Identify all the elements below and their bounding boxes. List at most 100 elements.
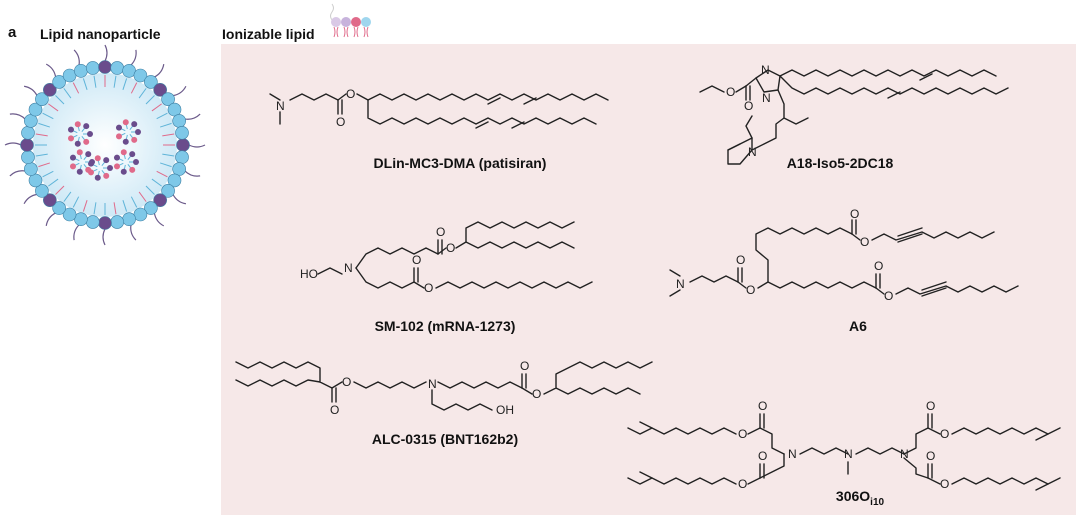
atom-o: O xyxy=(412,253,421,267)
label-alc-0315: ALC-0315 (BNT162b2) xyxy=(371,431,519,447)
lnp-inner-tail xyxy=(55,185,65,195)
lnp-outer-tail xyxy=(73,49,80,66)
lnp-inner-tail xyxy=(38,122,50,128)
lnp-headgroup xyxy=(52,75,66,89)
atom-o: O xyxy=(346,87,355,101)
lnp-outer-tail xyxy=(9,113,26,120)
lnp-headgroup xyxy=(52,201,66,215)
lnp-core-headgroup xyxy=(131,121,138,128)
lnp-core-headgroup xyxy=(113,154,120,161)
lnp-inner-tail xyxy=(160,122,172,128)
atom-o: O xyxy=(758,399,767,413)
lnp-outer-tail xyxy=(45,212,56,227)
lnp-headgroup xyxy=(110,215,125,229)
lnp-headgroup xyxy=(161,184,175,198)
lnp-headgroup xyxy=(20,138,34,152)
atom-n: N xyxy=(844,447,853,461)
lnp-core-headgroup xyxy=(120,168,127,175)
lnp-core-headgroup xyxy=(135,129,141,135)
atom-n: N xyxy=(344,261,353,275)
lnp-outer-tails xyxy=(4,44,206,246)
lnp-inner-tail xyxy=(82,200,88,212)
lnp-core-headgroup xyxy=(76,149,83,156)
atom-o: O xyxy=(520,359,529,373)
lnp-headgroup xyxy=(35,92,49,106)
atom-o: O xyxy=(342,375,351,389)
label-306oi10: 306Oi10 xyxy=(835,488,885,508)
structure-a18-iso5-2dc18: O O N N N xyxy=(699,63,1009,165)
lnp-title: Lipid nanoparticle xyxy=(40,26,161,42)
atom-n: N xyxy=(761,63,770,77)
lnp-inner-tail xyxy=(138,191,147,202)
structure-alc-0315: N OH O O O O xyxy=(235,359,653,417)
lnp-headgroup xyxy=(35,184,49,198)
atom-o: O xyxy=(850,207,859,221)
lnp-inner-tail xyxy=(145,185,155,195)
lnp-core-headgroup xyxy=(69,154,76,161)
structure-306oi10: O O O O N N N O O O O xyxy=(627,399,1061,491)
lnp-core-headgroup xyxy=(129,151,136,158)
lnp-headgroup xyxy=(153,83,167,97)
lnp-inner-tail xyxy=(122,78,128,90)
atom-o: O xyxy=(532,387,541,401)
atom-n: N xyxy=(676,277,685,291)
lnp-core-headgroup xyxy=(122,119,129,126)
lnp-inner-tail xyxy=(151,103,162,112)
lnp-inner-tail xyxy=(156,112,168,120)
lnp-outer-tail xyxy=(102,228,106,246)
atom-o: O xyxy=(736,253,745,267)
lnp-core-headgroup xyxy=(133,159,139,165)
lnp-outer-tail xyxy=(104,44,108,62)
lnp-headgroup xyxy=(175,150,189,165)
lnp-headgroup xyxy=(172,114,186,128)
lnp-outer-tail xyxy=(23,85,38,96)
lnp-outer-tail xyxy=(153,212,165,227)
atom-o: O xyxy=(336,115,345,129)
lnp-headgroup xyxy=(144,201,158,215)
lnp-core-headgroup xyxy=(129,166,136,173)
atom-o: O xyxy=(926,399,935,413)
lnp-core-headgroup xyxy=(87,131,93,137)
lnp-inner-tail xyxy=(130,82,138,94)
lnp-inner-tail xyxy=(42,170,54,178)
lnp-inner-tail xyxy=(162,153,175,157)
lnp-outer-tail xyxy=(184,113,201,120)
lnp-core-headgroup xyxy=(131,136,138,143)
atom-n: N xyxy=(762,91,771,105)
lnp-inner-tail xyxy=(122,200,128,212)
lnp-headgroup xyxy=(28,102,43,117)
lnp-outer-tail xyxy=(130,49,137,66)
atom-o: O xyxy=(874,259,883,273)
atom-oh: OH xyxy=(496,403,514,417)
lnp-inner-tail xyxy=(156,170,168,178)
lnp-headgroup xyxy=(21,150,35,165)
lnp-outer-tail xyxy=(184,170,201,177)
lnp-core-headgroup xyxy=(107,165,113,171)
lnp-shell-headgroups xyxy=(20,60,190,230)
atom-n: N xyxy=(428,377,437,391)
lnp-inner-tail xyxy=(35,133,48,137)
lnp-outer-tail xyxy=(73,224,80,241)
lnp-core-headgroup xyxy=(115,124,122,131)
atom-n: N xyxy=(900,447,909,461)
label-a18-iso5-2dc18: A18-Iso5-2DC18 xyxy=(786,155,894,171)
lnp-inner-tail xyxy=(138,88,147,99)
structure-sm-102: HO N O O O O xyxy=(300,221,593,295)
atom-o: O xyxy=(884,289,893,303)
lnp-inner-tail xyxy=(113,75,117,88)
atom-o: O xyxy=(738,477,747,491)
lnp-inner-tail xyxy=(48,178,59,187)
lnp-core-headgroup xyxy=(122,138,129,145)
lnp-headgroup xyxy=(133,68,148,83)
lnp-core-headgroup xyxy=(76,168,83,175)
lnp-inner-tail xyxy=(48,103,59,112)
atom-o: O xyxy=(330,403,339,417)
label-a6: A6 xyxy=(849,318,867,334)
lnp-inner-tail xyxy=(162,133,175,137)
lnp-headgroup xyxy=(175,125,189,140)
atom-o: O xyxy=(446,241,455,255)
lnp-headgroup xyxy=(167,173,182,188)
lnp-inner-tail xyxy=(63,88,72,99)
lnp-headgroup xyxy=(161,92,175,106)
atom-n: N xyxy=(748,145,757,159)
